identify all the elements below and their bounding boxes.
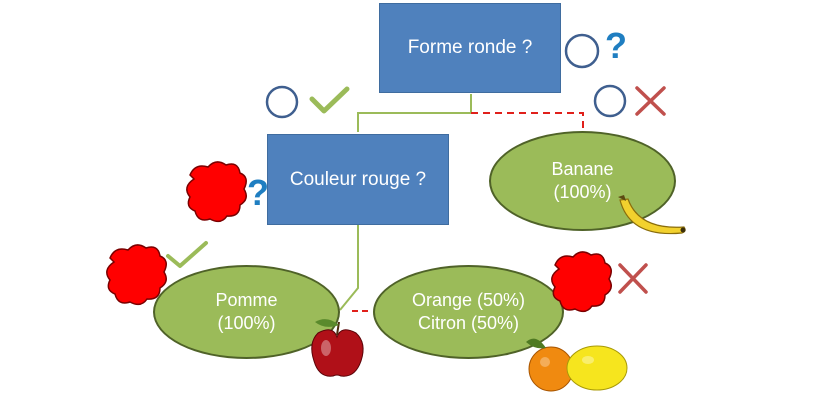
check-mark-icon: [309, 86, 350, 114]
question-mark-icon: ?: [605, 25, 627, 66]
leaf-pomme-line2: (100%): [217, 313, 276, 333]
no-branch-root: [471, 112, 584, 132]
child-question-box: Couleur rouge ?: [267, 134, 449, 225]
red-blob-icon: [186, 161, 247, 223]
leaf-banane: Banane (100%): [489, 131, 676, 231]
leaf-pomme-line1: Pomme: [215, 290, 278, 310]
cross-mark-icon: [618, 263, 648, 294]
leaf-banane-line1: Banane: [551, 159, 614, 179]
orange-icon: [526, 338, 574, 392]
root-question-box: Forme ronde ?: [379, 3, 561, 93]
red-blob-icon: [551, 251, 612, 313]
circle-outline-icon: [564, 33, 600, 69]
leaf-banane-line2: (100%): [553, 182, 612, 202]
leaf-orange-line1: Orange (50%): [411, 290, 526, 310]
leaf-pomme: Pomme (100%): [153, 265, 340, 359]
root-question-label: Forme ronde ?: [407, 37, 533, 58]
yes-branch-root: [357, 94, 472, 132]
leaf-orange: Orange (50%) Citron (50%): [373, 265, 564, 359]
check-mark-icon: [166, 241, 208, 268]
red-blob-icon: [106, 244, 167, 306]
yes-branch-child: [339, 224, 359, 311]
child-question-label: Couleur rouge ?: [289, 168, 427, 190]
cross-mark-icon: [635, 86, 666, 116]
circle-outline-icon: [265, 85, 299, 119]
circle-outline-icon: [593, 84, 627, 118]
question-mark-icon: ?: [247, 172, 269, 213]
apple-icon: [311, 319, 364, 377]
banana-icon: [618, 195, 686, 235]
lemon-icon: [566, 345, 628, 391]
leaf-orange-line2: Citron (50%): [417, 313, 520, 333]
